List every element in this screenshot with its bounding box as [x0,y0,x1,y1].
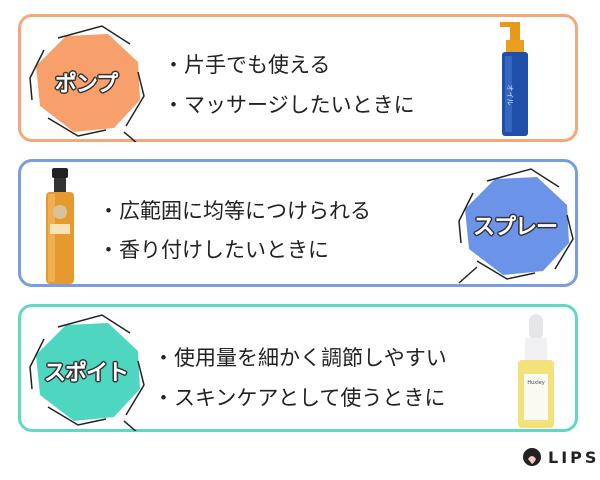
svg-text:Huxley: Huxley [527,380,544,386]
octagon-shape [458,168,574,284]
svg-text:オイル: オイル [506,85,514,106]
pump-bottle-image: オイル [500,22,528,136]
badge-label: スポイト [43,361,129,386]
spray-badge: スプレー [455,165,575,285]
feature-text: ・広範囲に均等につけられる [98,199,371,223]
badge-label: ポンプ [54,72,118,97]
feature-text: ・片手でも使える [163,53,331,77]
pump-badge: ポンプ [26,22,146,142]
feature-text: ・使用量を細かく調節しやすい [153,346,447,370]
lips-logo: LIPS [522,447,599,467]
octagon-shape [29,314,145,431]
lips-logo-text: LIPS [548,447,600,467]
octagon-shape [29,25,145,142]
dropper-bottle-image: Huxley [518,314,554,428]
feature-text: ・スキンケアとして使うときに [153,386,446,410]
lips-logo-icon [523,448,541,466]
spray-bottle-image [46,168,74,284]
dropper-badge: スポイト [26,311,146,431]
feature-text: ・香り付けしたいときに [98,238,329,262]
feature-text: ・マッサージしたいときに [163,93,415,117]
badge-label: スプレー [472,215,558,240]
